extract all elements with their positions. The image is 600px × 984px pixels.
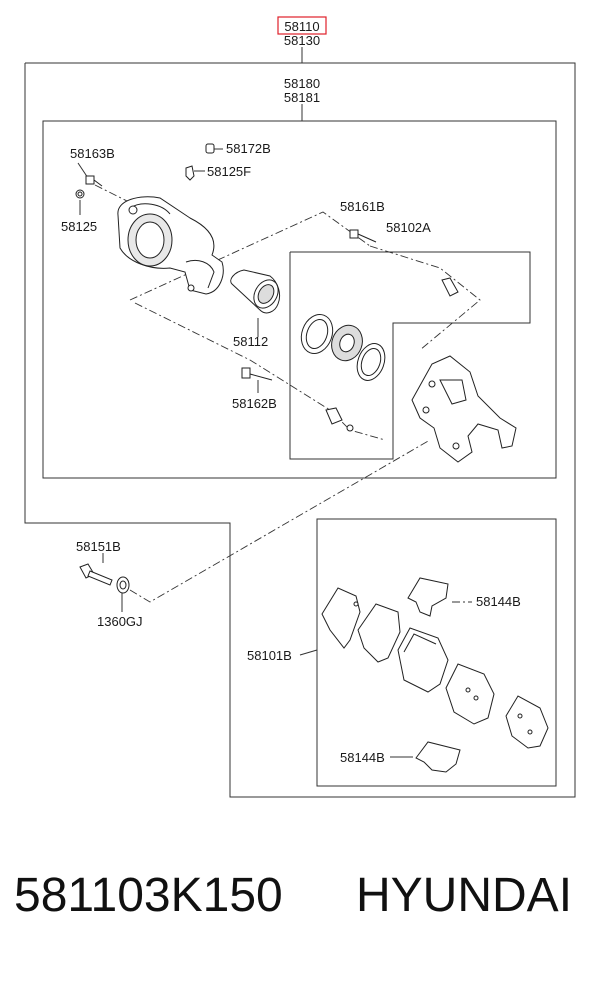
- label-58144b-upper: 58144B: [476, 594, 521, 609]
- brake-pad-inner: [397, 627, 449, 693]
- piston: [230, 269, 281, 314]
- pad-clip-lower: [415, 741, 461, 773]
- pad-shim-left: [321, 587, 361, 649]
- caliper-bracket: [411, 355, 517, 463]
- label-58110: 58110: [284, 19, 319, 34]
- assembly-frame: [24, 62, 576, 798]
- guide-bolt-upper-left: [75, 175, 103, 199]
- pad-shim-mid: [357, 603, 401, 663]
- part-number: 581103K150: [14, 869, 283, 922]
- label-58101b: 58101B: [247, 648, 292, 663]
- pad-kit-frame: [316, 518, 557, 787]
- brake-pad-outer: [445, 663, 495, 725]
- highlight-box: [277, 16, 327, 35]
- label-58172b: 58172B: [226, 141, 271, 156]
- label-1360gj: 1360GJ: [97, 614, 143, 629]
- label-58163b: 58163B: [70, 146, 115, 161]
- guide-pin-lower: [241, 367, 354, 432]
- label-58130: 58130: [284, 33, 320, 48]
- label-58162b: 58162B: [232, 396, 277, 411]
- label-58125f: 58125F: [207, 164, 251, 179]
- guide-pin-upper: [349, 229, 459, 297]
- caliper-kit-frame: [42, 120, 557, 479]
- pad-shim-right: [505, 695, 549, 749]
- label-58112: 58112: [233, 334, 268, 349]
- label-58161b: 58161B: [340, 199, 385, 214]
- caliper-body: [117, 196, 224, 295]
- mount-bolt: [79, 563, 130, 594]
- label-58151b: 58151B: [76, 539, 121, 554]
- label-58102a: 58102A: [386, 220, 431, 235]
- pad-clip-upper: [407, 577, 449, 617]
- label-58181: 58181: [284, 90, 320, 105]
- label-58144b-lower: 58144B: [340, 750, 385, 765]
- label-58180: 58180: [284, 76, 320, 91]
- seal-kit-frame: [289, 251, 531, 460]
- brand-name: HYUNDAI: [356, 869, 573, 922]
- bleeder-parts: [185, 143, 215, 181]
- label-58125: 58125: [61, 219, 97, 234]
- seal-rings: [300, 314, 386, 381]
